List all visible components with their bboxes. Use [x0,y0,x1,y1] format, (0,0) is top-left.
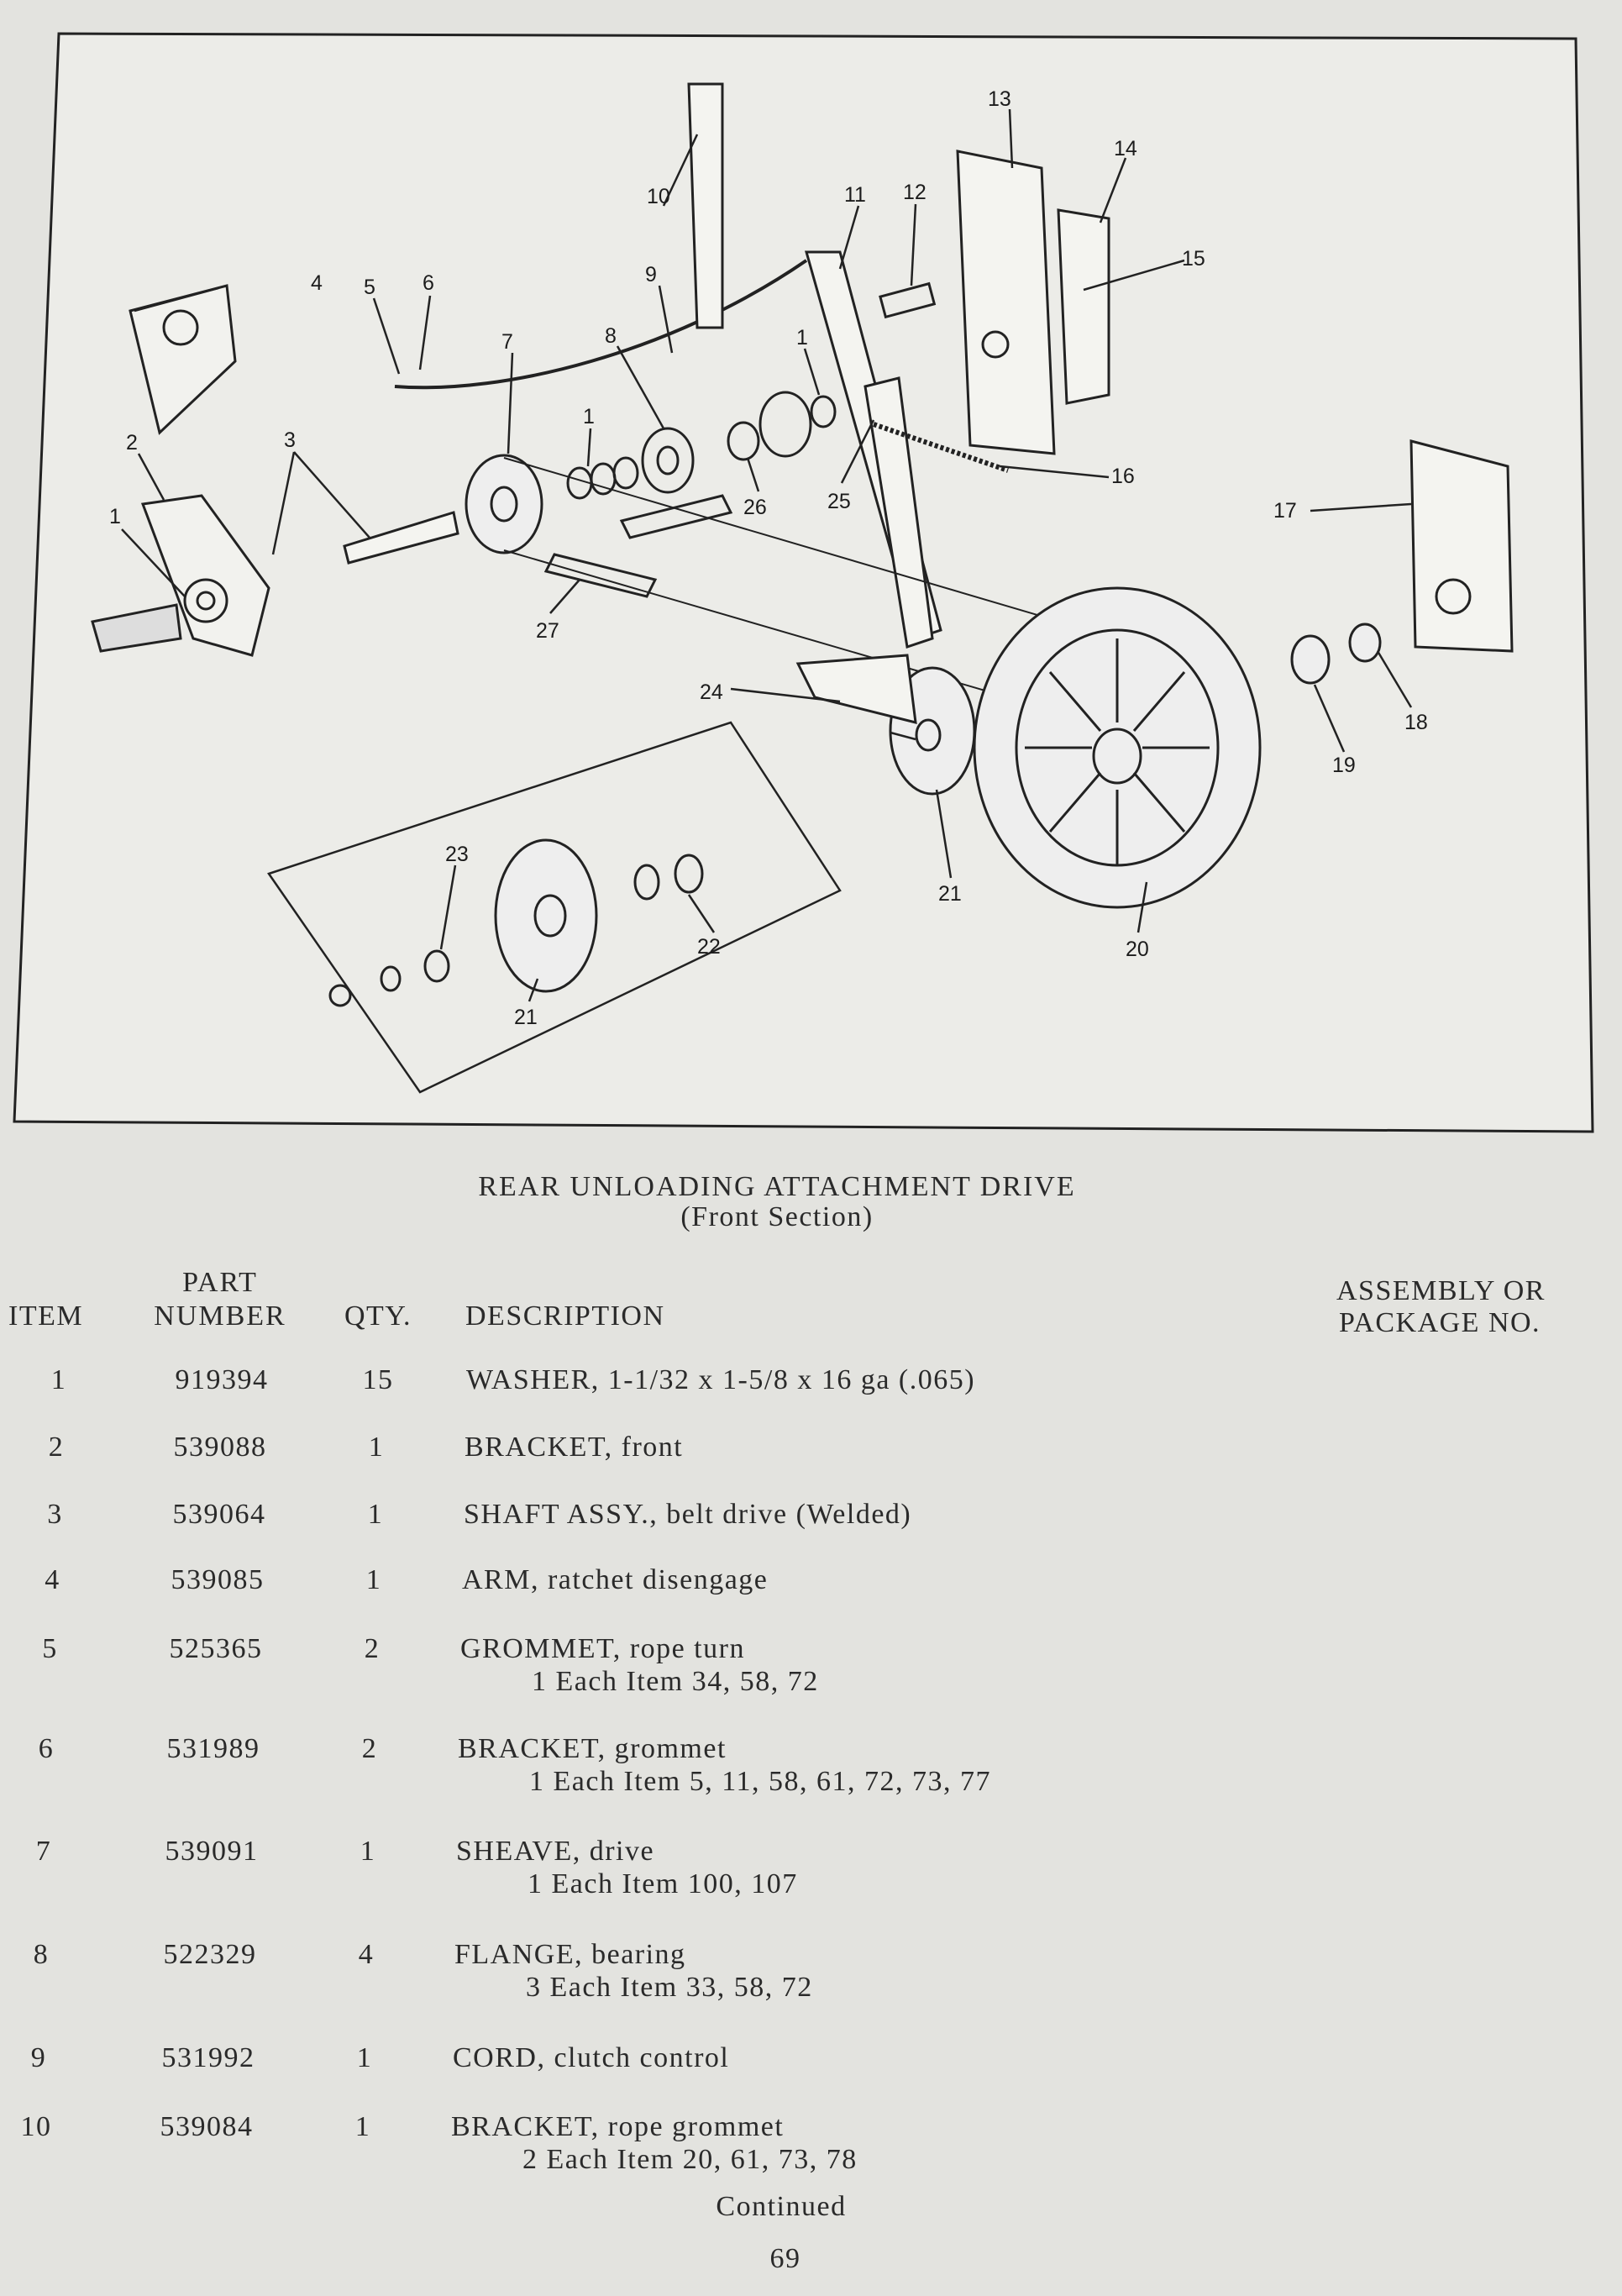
callout-14: 14 [1114,137,1137,160]
callout-21: 21 [938,882,962,906]
callout-11: 11 [844,183,866,207]
callout-13: 13 [988,87,1011,111]
row-description-sub: 1 Each Item 100, 107 [528,1868,798,1899]
row-description: BRACKET, rope grommet [451,2111,785,2142]
row-part-number: 539091 [165,1836,259,1867]
row-part-number: 539064 [172,1499,266,1530]
callout-23: 23 [445,843,469,866]
callout-9: 9 [645,263,657,286]
idler-pulley-inset [494,838,598,993]
callout-1: 1 [109,505,121,528]
plate-14 [1057,208,1110,405]
row-description: CORD, clutch control [453,2042,730,2073]
page-title: REAR UNLOADING ATTACHMENT DRIVE [478,1171,1076,1202]
callout-24: 24 [700,680,723,704]
callout-21-inset: 21 [514,1006,538,1029]
plate-17 [1409,439,1514,653]
row-qty: 1 [365,1564,382,1595]
callout-8: 8 [605,324,617,348]
row-qty: 15 [362,1364,394,1395]
row-qty: 1 [356,2042,373,2073]
row-qty: 2 [361,1733,378,1764]
row-part-number: 525365 [169,1633,263,1664]
page-number: 69 [769,2243,801,2274]
row-qty: 4 [358,1939,375,1970]
callout-4: 4 [311,271,323,295]
callout-19: 19 [1332,754,1356,777]
row-qty: 1 [354,2111,371,2142]
row-description: ARM, ratchet disengage [462,1564,769,1595]
row-item: 10 [20,2111,52,2142]
row-item: 4 [45,1564,60,1595]
callout-17: 17 [1273,499,1297,523]
row-part-number: 919394 [175,1364,269,1395]
col-item-header: ITEM [8,1300,84,1332]
cord-part [394,259,808,390]
continued-note: Continued [716,2191,847,2222]
row-description: SHEAVE, drive [456,1836,655,1867]
row-qty: 1 [360,1836,376,1867]
row-description: BRACKET, grommet [458,1733,727,1764]
row-item: 7 [35,1836,52,1867]
callout-27: 27 [536,619,559,643]
bevel-gear-sheave [973,586,1262,909]
row-qty: 1 [368,1432,385,1463]
callout-16: 16 [1111,465,1135,488]
callout-6: 6 [423,271,434,295]
row-part-number: 522329 [163,1939,257,1970]
callout-20: 20 [1126,938,1149,961]
callout-22: 22 [697,935,721,959]
rope-grommet-bracket [687,82,724,329]
row-description-sub: 2 Each Item 20, 61, 73, 78 [522,2144,858,2175]
row-part-number: 539088 [173,1432,267,1463]
callout-7: 7 [501,330,513,354]
row-description: SHAFT ASSY., belt drive (Welded) [464,1499,912,1530]
row-item: 6 [38,1733,55,1764]
col-description-header: DESCRIPTION [465,1300,665,1332]
front-bracket-part [140,494,270,657]
exploded-parts-diagram: 1 2 3 4 5 6 7 8 9 10 11 12 13 14 15 16 1… [13,32,1594,1133]
row-description: FLANGE, bearing [454,1939,686,1970]
row-part-number: 531992 [161,2042,255,2073]
callout-26: 26 [743,496,767,519]
spring-part [873,422,1009,473]
col-assembly-header-1: ASSEMBLY OR [1336,1275,1546,1306]
callout-10: 10 [647,185,670,208]
col-part-header-2: NUMBER [154,1300,286,1332]
row-part-number: 531989 [166,1733,260,1764]
row-description-sub: 1 Each Item 5, 11, 58, 61, 72, 73, 77 [529,1766,991,1797]
col-assembly-header-2: PACKAGE NO. [1339,1307,1541,1338]
callout-18: 18 [1404,711,1428,734]
row-item: 3 [47,1499,63,1530]
callout-2: 2 [126,431,138,454]
row-qty: 2 [364,1633,381,1664]
callout-25: 25 [827,490,851,513]
row-description: BRACKET, front [465,1432,684,1463]
shaft-part [343,511,459,565]
row-item: 2 [48,1432,65,1463]
col-qty-header: QTY. [344,1300,412,1332]
row-item: 9 [30,2042,47,2073]
callout-1-right: 1 [796,326,808,349]
row-part-number: 539085 [171,1564,265,1595]
callout-15: 15 [1182,247,1205,271]
col-part-header-1: PART [182,1267,258,1298]
callout-12: 12 [903,181,926,204]
inset-frame [267,721,842,1094]
row-item: 1 [50,1364,67,1395]
row-description: GROMMET, rope turn [460,1633,745,1664]
row-description-sub: 3 Each Item 33, 58, 72 [526,1972,813,2003]
drive-sheave [465,454,543,554]
plate-13 [956,150,1056,455]
row-part-number: 539084 [160,2111,254,2142]
callout-3: 3 [284,428,296,452]
callout-5: 5 [364,276,375,299]
row-description: WASHER, 1-1/32 x 1-5/8 x 16 ga (.065) [466,1364,976,1395]
callout-1-mid: 1 [583,405,595,428]
row-description-sub: 1 Each Item 34, 58, 72 [532,1666,819,1697]
row-item: 5 [42,1633,58,1664]
page-subtitle: (Front Section) [680,1201,874,1232]
row-item: 8 [33,1939,50,1970]
row-qty: 1 [367,1499,384,1530]
